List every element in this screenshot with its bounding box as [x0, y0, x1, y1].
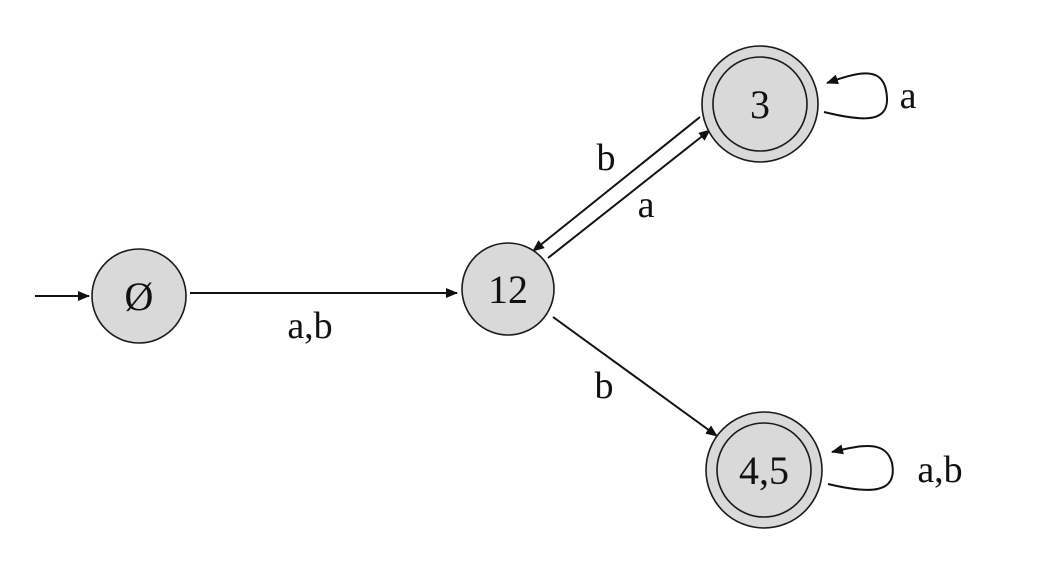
state-empty: Ø [91, 248, 187, 344]
loop-3 [823, 72, 889, 120]
edge-12-to-45 [552, 316, 718, 437]
state-45-label: 4,5 [739, 448, 789, 493]
loop-label-3: a [900, 75, 917, 117]
loop-45 [827, 444, 894, 491]
loop-label-45: a,b [917, 449, 962, 491]
state-3-label: 3 [750, 82, 770, 127]
state-45-inner-ring [716, 422, 812, 518]
state-3: 3 [701, 45, 819, 163]
state-45-outer-circle [705, 411, 823, 529]
state-3-inner-ring [712, 56, 808, 152]
edge-3-to-12 [532, 116, 701, 252]
state-45: 4,5 [705, 411, 823, 529]
state-empty-label: Ø [125, 274, 154, 319]
edge-label-empty-to-12: a,b [287, 305, 332, 347]
state-3-outer-circle [701, 45, 819, 163]
edge-label-12-to-3: a [638, 184, 655, 226]
state-12-label: 12 [488, 267, 528, 312]
edge-label-12-to-45: b [595, 365, 614, 407]
edge-label-3-to-12: b [597, 137, 616, 179]
state-empty-circle [91, 248, 187, 344]
state-12: 12 [461, 242, 555, 336]
state-12-circle [461, 242, 555, 336]
edge-12-to-3 [547, 129, 711, 259]
